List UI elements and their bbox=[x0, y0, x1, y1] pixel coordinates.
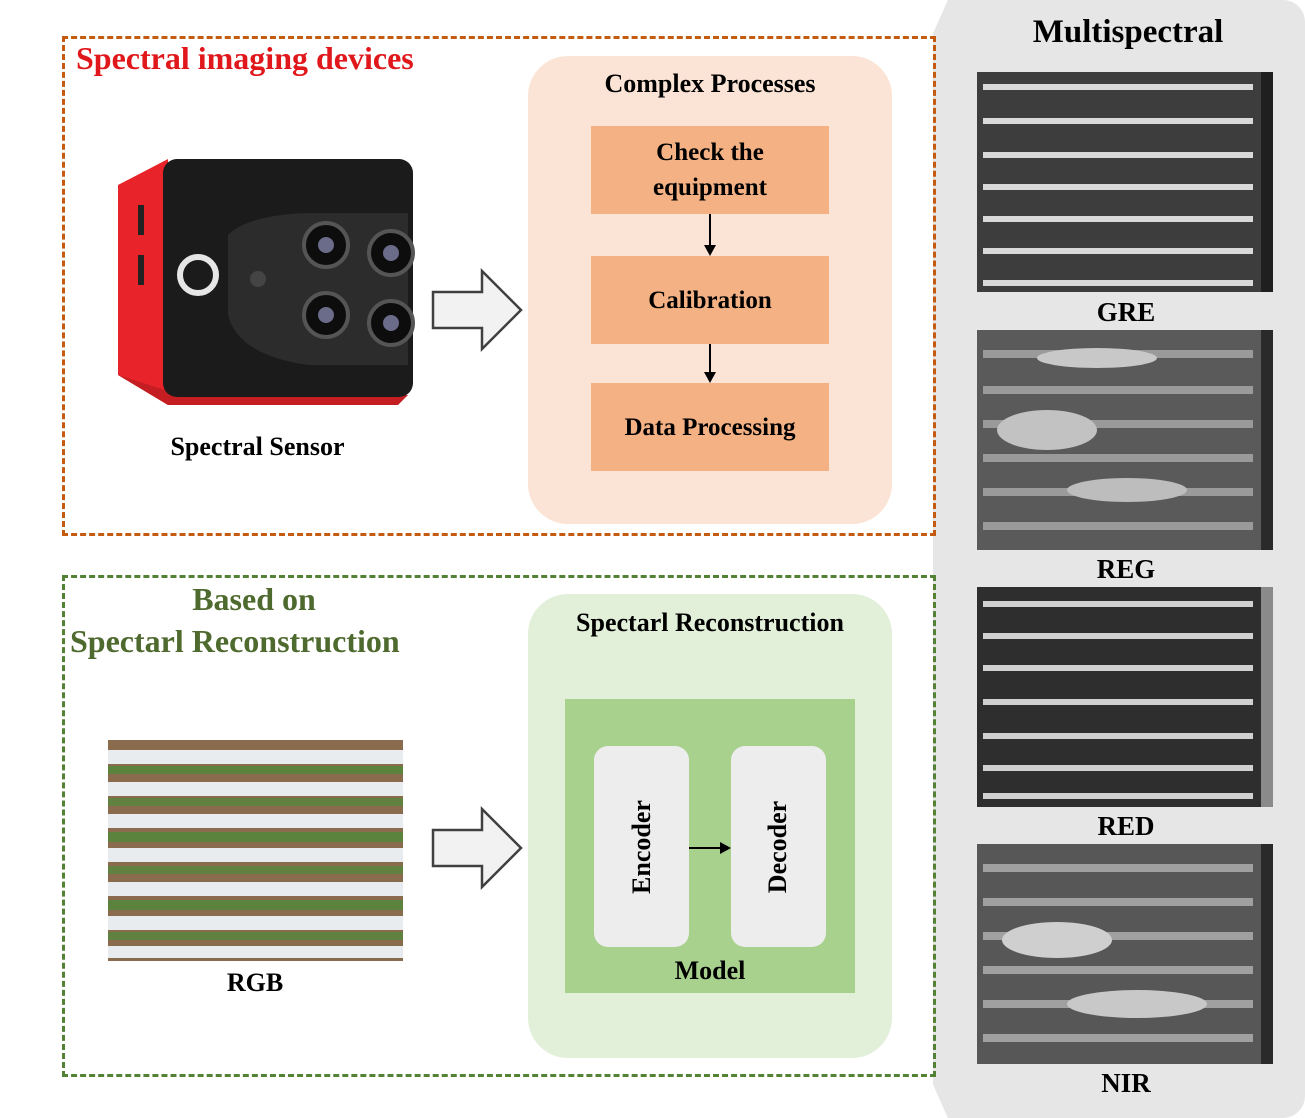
arrow-down-2 bbox=[700, 344, 720, 389]
encoder-block: Encoder bbox=[594, 746, 689, 947]
red-band-image bbox=[977, 587, 1273, 807]
reconstruction-title-line2: Spectarl Reconstruction bbox=[70, 623, 400, 659]
complex-processes-title: Complex Processes bbox=[604, 69, 816, 98]
band-label-nir: NIR bbox=[1101, 1068, 1151, 1098]
step-check-equipment: Check the equipment bbox=[591, 126, 829, 214]
multispectral-title: Multispectral bbox=[1032, 14, 1224, 50]
reconstruction-title-line1: Based on bbox=[192, 581, 316, 617]
spectral-reconstruction-panel-title: Spectarl Reconstruction bbox=[576, 608, 844, 637]
spectral-reconstruction-section bbox=[62, 575, 936, 1077]
band-label-gre: GRE bbox=[1096, 297, 1156, 327]
rgb-caption: RGB bbox=[226, 968, 284, 997]
hollow-arrow-bottom bbox=[430, 805, 525, 895]
band-label-reg: REG bbox=[1096, 554, 1156, 584]
nir-band-image bbox=[977, 844, 1273, 1064]
spectral-devices-title: Spectral imaging devices bbox=[76, 40, 414, 76]
spectral-sensor-caption: Spectral Sensor bbox=[170, 432, 345, 461]
gre-band-image bbox=[977, 72, 1273, 292]
arrow-encoder-decoder bbox=[689, 838, 732, 863]
spectral-devices-section bbox=[62, 36, 936, 536]
arrow-down-1 bbox=[700, 214, 720, 262]
step-calibration: Calibration bbox=[591, 256, 829, 344]
hollow-arrow-top bbox=[430, 267, 525, 357]
spectral-sensor-camera bbox=[108, 155, 418, 415]
decoder-block: Decoder bbox=[731, 746, 826, 947]
reg-band-image bbox=[977, 330, 1273, 550]
model-label: Model bbox=[674, 956, 746, 985]
step-data-processing: Data Processing bbox=[591, 383, 829, 471]
band-label-red: RED bbox=[1097, 811, 1155, 841]
rgb-field-image bbox=[108, 740, 403, 961]
